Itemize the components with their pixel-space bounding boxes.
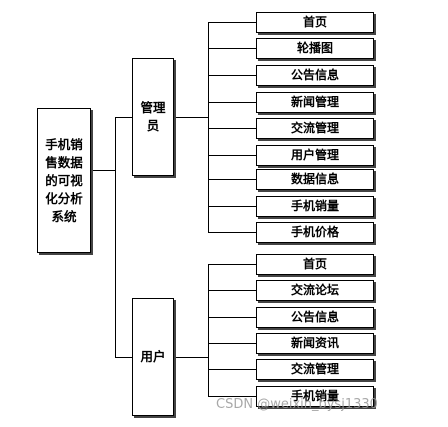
- connector-user-leaf: [208, 264, 256, 265]
- connector-admin-leaf: [208, 128, 256, 129]
- connector-admin-leaf: [208, 102, 256, 103]
- connector-admin-branch: [208, 22, 209, 232]
- watermark-text: CSDN @weixin_bysj1330: [216, 397, 378, 412]
- group-node-label: 管理: [140, 100, 166, 115]
- leaf-node-user: 手机销量: [256, 386, 374, 407]
- connector-admin-leaf: [208, 232, 256, 233]
- group-node-user: 用户: [132, 298, 174, 416]
- leaf-node-admin: 轮播图: [256, 38, 374, 59]
- root-node-line: 的可视: [45, 172, 83, 188]
- connector-user-leaf: [208, 290, 256, 291]
- leaf-node-admin: 交流管理: [256, 118, 374, 139]
- connector-admin-leaf: [208, 155, 256, 156]
- root-node-line: 化分析: [45, 190, 83, 206]
- leaf-node-user: 公告信息: [256, 307, 374, 328]
- leaf-node-user: 交流管理: [256, 359, 374, 380]
- connector-user-leaf: [208, 369, 256, 370]
- connector-admin-leaf: [208, 75, 256, 76]
- connector-user-to-branch: [174, 357, 208, 358]
- root-node-line: 系统: [51, 208, 77, 224]
- leaf-node-admin: 手机价格: [256, 222, 374, 243]
- connector-admin-leaf: [208, 179, 256, 180]
- leaf-node-admin: 手机销量: [256, 196, 374, 217]
- leaf-node-admin: 用户管理: [256, 145, 374, 166]
- leaf-node-admin: 新闻管理: [256, 92, 374, 113]
- leaf-node-admin: 公告信息: [256, 65, 374, 86]
- connector-user-leaf: [208, 317, 256, 318]
- connector-trunk-to-admin: [115, 117, 132, 118]
- leaf-node-admin: 首页: [256, 12, 374, 33]
- connector-trunk-to-user: [115, 357, 132, 358]
- connector-user-leaf: [208, 343, 256, 344]
- leaf-node-user: 新闻资讯: [256, 333, 374, 354]
- group-node-label: 用户: [140, 349, 166, 364]
- leaf-node-user: 首页: [256, 254, 374, 275]
- root-node-line: 售数据: [45, 154, 83, 170]
- group-node-label: 员: [146, 118, 160, 133]
- connector-admin-to-branch: [174, 117, 208, 118]
- connector-user-branch: [208, 264, 209, 396]
- leaf-node-user: 交流论坛: [256, 280, 374, 301]
- group-node-admin: 管理 员: [132, 58, 174, 176]
- root-node: 手机销 售数据 的可视 化分析 系统: [37, 108, 91, 253]
- root-node-line: 手机销: [45, 136, 83, 152]
- connector-user-leaf: [208, 396, 256, 397]
- connector-admin-leaf: [208, 48, 256, 49]
- connector-admin-leaf: [208, 22, 256, 23]
- leaf-node-admin: 数据信息: [256, 169, 374, 190]
- connector-trunk: [115, 117, 116, 357]
- connector-root-to-trunk: [91, 170, 115, 171]
- connector-admin-leaf: [208, 206, 256, 207]
